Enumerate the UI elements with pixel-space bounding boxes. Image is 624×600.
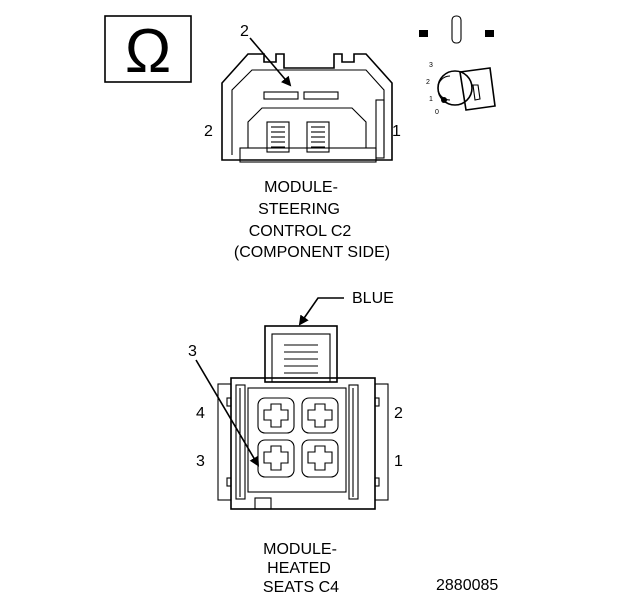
heated-seats-connector <box>217 325 389 510</box>
seats-pin-4-label: 4 <box>196 405 205 422</box>
connector-color-label: BLUE <box>352 290 394 307</box>
callout-3-arrow <box>195 359 260 467</box>
steering-terminal-left <box>266 121 290 153</box>
seats-caption-line-3: SEATS C4 <box>263 579 339 596</box>
cavity-2 <box>301 397 339 434</box>
omega-symbol: Ω <box>125 17 171 86</box>
omega-symbol-icon: Ω <box>104 15 192 86</box>
heated-seats-caption: MODULE- HEATED SEATS C4 <box>263 541 339 596</box>
key-position-2: 2 <box>426 79 430 86</box>
seats-pin-3-label: 3 <box>196 453 205 470</box>
seats-pin-1-label: 1 <box>394 453 403 470</box>
cavity-3 <box>257 439 295 478</box>
steering-control-connector <box>221 53 393 163</box>
blue-label-arrow <box>298 297 344 326</box>
key-position-3: 3 <box>429 62 433 69</box>
callout-2-arrow <box>249 37 292 87</box>
steering-caption-line-1: MODULE- <box>264 179 338 196</box>
steering-caption-line-2: STEERING <box>258 201 340 218</box>
steering-pin-1-label: 1 <box>392 123 401 140</box>
key-position-0: 0 <box>435 109 439 116</box>
figure-id: 2880085 <box>436 577 498 594</box>
steering-caption-line-4: (COMPONENT SIDE) <box>234 244 390 261</box>
ignition-key-icon: 3 2 1 0 <box>419 15 496 116</box>
seats-callout-label: 3 <box>188 343 197 360</box>
cavity-4 <box>257 397 295 434</box>
steering-caption: MODULE- STEERING CONTROL C2 (COMPONENT S… <box>234 179 390 261</box>
cavity-1 <box>301 439 339 478</box>
seats-caption-line-2: HEATED <box>267 560 331 577</box>
seats-pin-2-label: 2 <box>394 405 403 422</box>
seats-caption-line-1: MODULE- <box>263 541 337 558</box>
steering-pin-2-label: 2 <box>204 123 213 140</box>
key-position-1: 1 <box>429 96 433 103</box>
steering-terminal-right <box>306 121 330 153</box>
steering-callout-label: 2 <box>240 23 249 40</box>
latch-ribs <box>284 344 318 374</box>
steering-caption-line-3: CONTROL C2 <box>249 223 352 240</box>
